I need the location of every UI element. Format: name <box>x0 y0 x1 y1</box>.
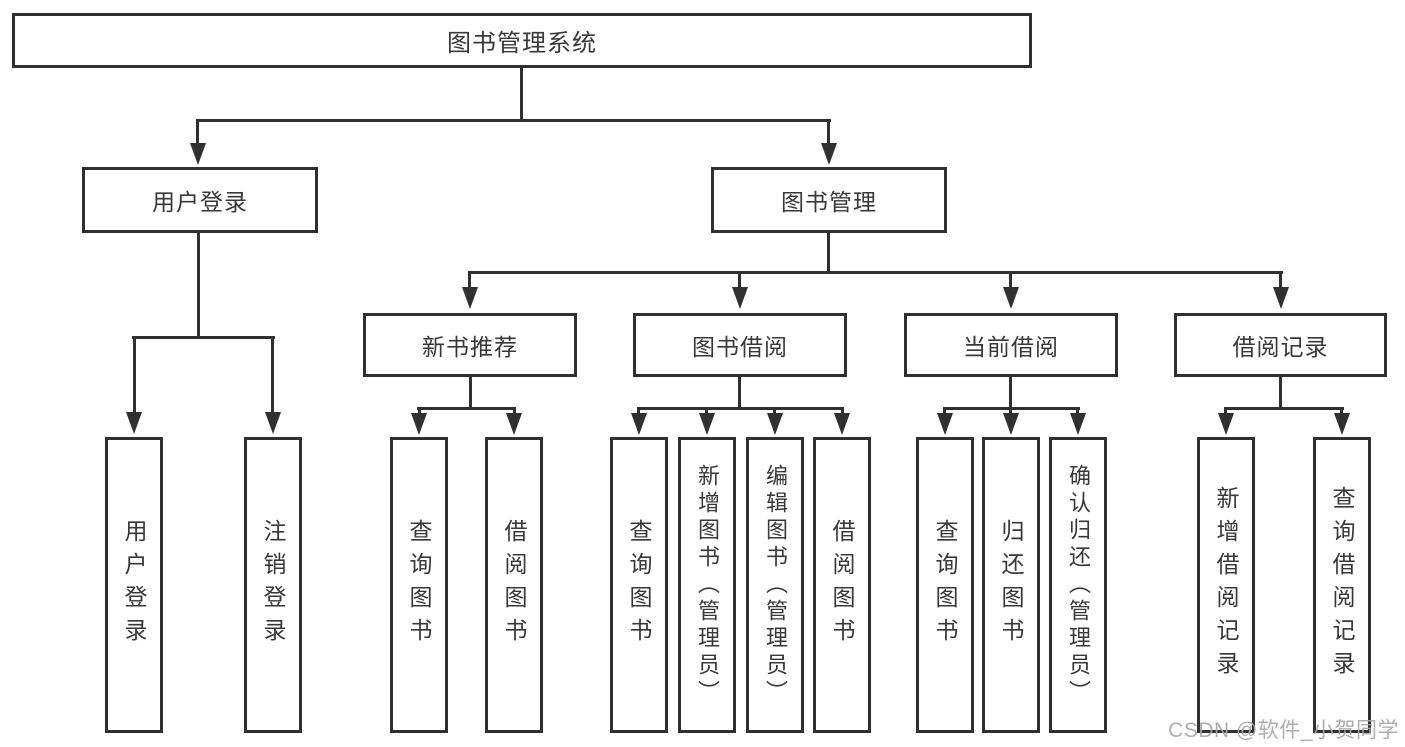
connector-bookmgmt-stem-2 <box>738 271 741 290</box>
arrowhead-icon <box>1273 287 1289 309</box>
arrowhead-icon <box>190 143 206 165</box>
arrowhead-icon <box>126 412 142 434</box>
node-leaf-query-books-recommend: 查询图书 <box>390 437 448 733</box>
connector-current-stem-1 <box>943 407 946 416</box>
connector-records-hline <box>1224 407 1344 410</box>
connector-userlogin-stem-1 <box>133 336 136 414</box>
connector-recommend-vline <box>469 377 472 410</box>
connector-current-stem-2 <box>1009 407 1012 416</box>
connector-bookmgmt-hline <box>468 271 1283 274</box>
arrowhead-icon <box>265 412 281 434</box>
arrowhead-icon <box>937 413 953 435</box>
connector-borrowing-stem-3 <box>773 407 776 416</box>
node-library-system: 图书管理系统 <box>12 13 1032 68</box>
csdn-watermark: CSDN @软件_小贺同学 <box>1168 719 1399 742</box>
connector-current-stem-3 <box>1076 407 1079 416</box>
connector-recommend-stem-2 <box>513 407 516 416</box>
arrowhead-icon <box>1003 287 1019 309</box>
connector-userlogin-stem-2 <box>271 336 274 414</box>
connector-borrowing-vline <box>738 377 741 410</box>
node-leaf-user-login: 用户登录 <box>105 437 163 733</box>
node-borrowing-records: 借阅记录 <box>1174 313 1387 377</box>
connector-borrowing-stem-1 <box>637 407 640 416</box>
connector-root-vline <box>520 68 523 122</box>
connector-records-stem-2 <box>1340 407 1343 416</box>
arrowhead-icon <box>1003 413 1019 435</box>
connector-borrowing-stem-4 <box>841 407 844 416</box>
connector-recommend-stem-1 <box>418 407 421 416</box>
arrowhead-icon <box>767 413 783 435</box>
connector-root-stem-right <box>827 119 830 146</box>
connector-userlogin-vline <box>197 233 200 339</box>
arrowhead-icon <box>462 287 478 309</box>
connector-userlogin-hline <box>132 336 275 339</box>
node-leaf-query-books-current: 查询图书 <box>916 437 974 733</box>
node-leaf-logout: 注销登录 <box>244 437 302 733</box>
node-leaf-edit-books-admin: 编辑图书（管理员） <box>746 437 804 733</box>
connector-bookmgmt-stem-4 <box>1279 271 1282 290</box>
node-leaf-add-books-admin: 新增图书（管理员） <box>678 437 736 733</box>
connector-current-vline <box>1009 377 1012 410</box>
connector-bookmgmt-vline <box>827 233 830 274</box>
node-leaf-borrow-books-recommend: 借阅图书 <box>485 437 543 733</box>
arrowhead-icon <box>732 287 748 309</box>
node-leaf-borrow-books: 借阅图书 <box>813 437 871 733</box>
connector-borrowing-hline <box>637 407 844 410</box>
arrowhead-icon <box>699 413 715 435</box>
node-leaf-query-books-borrowing: 查询图书 <box>610 437 668 733</box>
node-new-book-recommend: 新书推荐 <box>363 313 577 377</box>
node-book-borrowing: 图书借阅 <box>633 313 847 377</box>
connector-recommend-hline <box>417 407 516 410</box>
connector-records-stem-1 <box>1224 407 1227 416</box>
arrowhead-icon <box>506 413 522 435</box>
connector-records-vline <box>1279 377 1282 410</box>
node-current-borrowing: 当前借阅 <box>904 313 1118 377</box>
connector-root-hline <box>197 119 831 122</box>
arrowhead-icon <box>631 413 647 435</box>
node-leaf-query-borrow-record: 查询借阅记录 <box>1313 437 1371 733</box>
arrowhead-icon <box>1334 413 1350 435</box>
connector-bookmgmt-stem-3 <box>1009 271 1012 290</box>
connector-bookmgmt-stem-1 <box>468 271 471 290</box>
node-leaf-confirm-return-admin: 确认归还（管理员） <box>1049 437 1107 733</box>
arrowhead-icon <box>411 413 427 435</box>
node-book-management: 图书管理 <box>711 167 947 233</box>
connector-root-stem-left <box>196 119 199 146</box>
arrowhead-icon <box>1218 413 1234 435</box>
arrowhead-icon <box>821 143 837 165</box>
node-user-login: 用户登录 <box>82 167 318 233</box>
connector-borrowing-stem-2 <box>705 407 708 416</box>
node-leaf-return-books: 归还图书 <box>982 437 1040 733</box>
arrowhead-icon <box>1070 413 1086 435</box>
arrowhead-icon <box>834 413 850 435</box>
node-leaf-add-borrow-record: 新增借阅记录 <box>1197 437 1255 733</box>
